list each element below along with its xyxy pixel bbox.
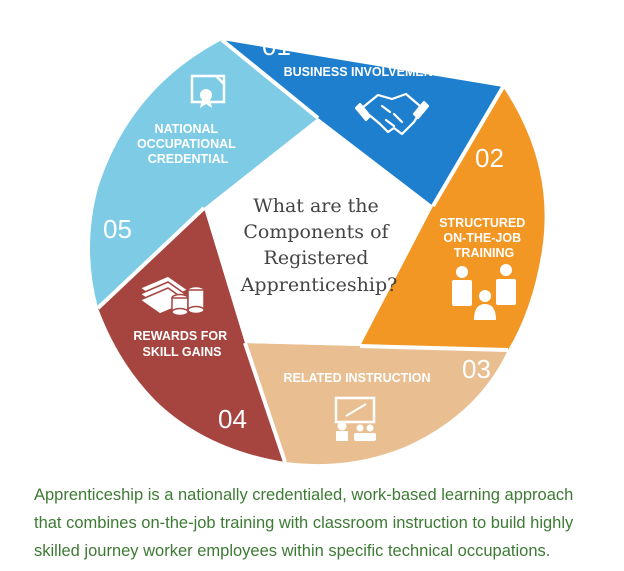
- segment-label-business: BUSINESS INVOLVEMENT: [284, 65, 441, 79]
- segment-number-03: 03: [462, 354, 491, 384]
- segment-number-04: 04: [218, 404, 247, 434]
- segment-dividers: [96, 38, 509, 463]
- people-icon: [452, 264, 516, 320]
- segment-number-05: 05: [103, 214, 132, 244]
- money-stack-icon: [138, 275, 205, 317]
- segment-business-involvement: [222, 40, 503, 206]
- segment-label-structured: STRUCTURED ON-THE-JOB TRAINING: [439, 216, 529, 260]
- description-caption: Apprenticeship is a nationally credentia…: [34, 486, 574, 560]
- segment-rewards-skill-gains: [98, 208, 285, 462]
- center-question: What are the Components of Registered Ap…: [240, 195, 398, 296]
- handshake-icon: [354, 92, 430, 136]
- center-line-4: Apprenticeship?: [240, 274, 398, 296]
- teacher-board-icon: [334, 396, 376, 441]
- segment-label-rewards: REWARDS FOR SKILL GAINS: [133, 329, 230, 359]
- segment-label-related: RELATED INSTRUCTION: [284, 371, 431, 385]
- segment-number-01: 01: [262, 31, 291, 61]
- center-line-2: Components of: [243, 221, 390, 243]
- segment-label-national: NATIONAL OCCUPATIONAL CREDENTIAL: [137, 122, 239, 166]
- segment-number-02: 02: [475, 143, 504, 173]
- center-line-3: Registered: [264, 247, 369, 269]
- apprenticeship-components-diagram: What are the Components of Registered Ap…: [90, 31, 545, 465]
- segment-related-instruction: [245, 343, 508, 465]
- center-pentagon: [204, 118, 433, 346]
- center-line-1: What are the: [253, 195, 379, 217]
- certificate-icon: [190, 74, 226, 108]
- segment-national-credential: [90, 40, 318, 308]
